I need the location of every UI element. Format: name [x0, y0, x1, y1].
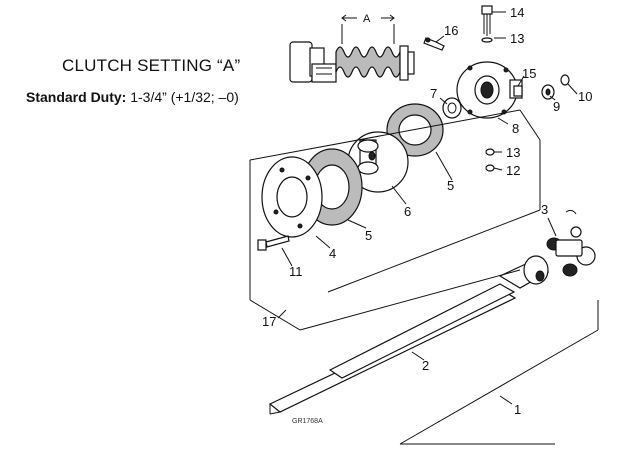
callout-15: 15 [522, 66, 536, 81]
spring-assembly-detail: A [289, 13, 415, 83]
callout-16: 16 [444, 23, 458, 38]
leader-lines [277, 11, 578, 405]
screw-16 [423, 37, 445, 51]
callout-10: 10 [578, 89, 592, 104]
callout-9: 9 [553, 99, 560, 114]
callout-5-upper: 5 [447, 178, 454, 193]
flange-plate-4 [261, 156, 323, 238]
washer-13-mid [485, 148, 495, 156]
assembly-outline [249, 109, 599, 445]
callout-13-mid: 13 [506, 145, 520, 160]
pressure-plate-8 [456, 61, 523, 119]
nut-12 [485, 164, 495, 172]
callout-11: 11 [289, 264, 303, 279]
standard-duty-spec: Standard Duty: 1-3/4” (+1/32; –0) [26, 89, 239, 105]
bolt-14 [481, 5, 493, 36]
callout-4: 4 [329, 246, 336, 261]
bushing-7 [442, 97, 462, 119]
nut-15 [513, 85, 523, 97]
callout-17: 17 [262, 314, 276, 329]
drive-shaft-1-2 [268, 255, 550, 415]
callout-12: 12 [506, 163, 520, 178]
callout-1: 1 [514, 402, 521, 417]
callout-5-lower: 5 [365, 228, 372, 243]
callout-3: 3 [541, 202, 548, 217]
callout-13-top: 13 [510, 31, 524, 46]
clutch-setting-heading: CLUTCH SETTING “A” [62, 56, 241, 75]
spec-value: 1-3/4” (+1/32; –0) [130, 89, 239, 105]
callout-14: 14 [510, 5, 524, 20]
callout-6: 6 [404, 204, 411, 219]
clutch-hub-6 [347, 131, 409, 193]
callout-8: 8 [512, 121, 519, 136]
spec-label: Standard Duty: [26, 89, 127, 105]
callout-2: 2 [422, 358, 429, 373]
washer-13-top [481, 37, 493, 43]
bolt-11 [257, 235, 290, 251]
washer-10 [560, 74, 570, 86]
callout-7: 7 [430, 86, 437, 101]
drawing-code: GR1768A [292, 418, 323, 425]
dimension-a-label: A [363, 13, 371, 25]
universal-joint-3 [546, 209, 596, 277]
fitting-9 [541, 84, 555, 100]
